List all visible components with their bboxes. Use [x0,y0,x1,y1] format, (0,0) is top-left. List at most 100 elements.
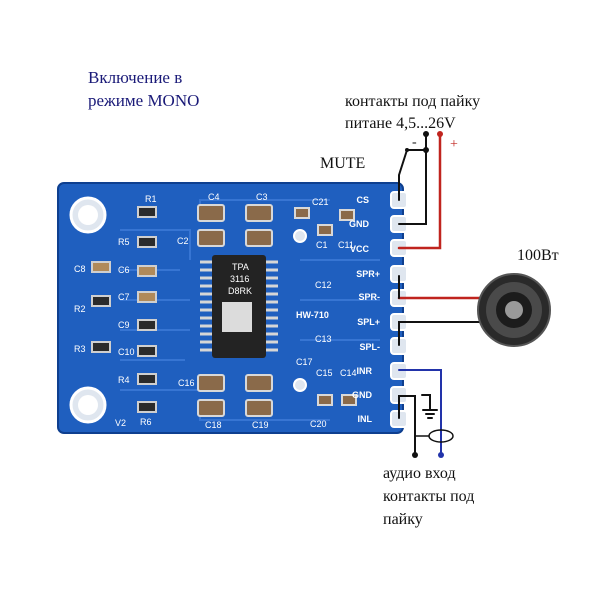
via [293,229,307,243]
smd-part [137,206,157,218]
component-label: C17 [296,357,313,367]
component-label: C8 [74,264,86,274]
ground-icon [422,409,438,419]
speaker-label: 100Вт [517,247,559,264]
title-line-2: режиме MONO [88,91,199,110]
pin-label-inl: INL [358,414,373,424]
audio-label-line-2: контакты под [383,488,474,505]
component-label: C15 [316,368,333,378]
speaker-wire-black [398,321,489,346]
component-label: C12 [315,280,332,290]
capacitors [197,204,357,417]
capacitor [317,394,333,406]
capacitor [317,224,333,236]
mute-label: MUTE [320,155,365,172]
audio-input-wire-blue [398,369,442,453]
audio-input-wire-black [398,395,416,453]
amplifier-chip: TPA 3116 D8RK [200,255,278,358]
terminal-dots [405,131,444,458]
component-label: R6 [140,417,152,427]
capacitor [245,399,273,417]
pin-label-gnd-2: GND [352,390,373,400]
mounting-hole-inner [78,395,98,415]
pin-label-vcc: VCC [350,244,370,254]
component-label: C14 [340,368,357,378]
component-label: C9 [118,320,130,330]
component-label: V2 [115,418,126,428]
smd-part [137,345,157,357]
component-label: C1 [316,240,328,250]
chip-pins [200,260,278,352]
terminal-dot [405,148,409,152]
smd-part [137,373,157,385]
terminal-dot [438,452,444,458]
pin-label-spr-plus: SPR+ [356,269,380,279]
capacitor [245,229,273,247]
pin-label-inr: INR [357,366,373,376]
power-plus-sign: + [450,137,458,152]
component-label: C13 [315,334,332,344]
terminal-dot [423,147,429,153]
silkscreen-labels: R1 R5 C6 C7 C9 C10 R4 R6 R2 R3 C8 C1 C2 … [74,192,357,430]
smd-components-left [91,206,157,413]
via [293,378,307,392]
component-label: C4 [208,192,220,202]
terminal-dot [437,131,443,137]
chip-pad [222,302,252,332]
audio-label-line-1: аудио вход [383,465,456,482]
power-minus-sign: - [412,135,417,150]
smd-part [137,236,157,248]
component-label: C2 [177,236,189,246]
component-label: C16 [178,378,195,388]
chip-marking-2: 3116 [230,274,249,284]
component-label: R4 [118,375,130,385]
capacitor [197,374,225,392]
mounting-hole-inner [78,205,98,225]
capacitor [197,229,225,247]
component-label: C18 [205,420,222,430]
smd-part [137,401,157,413]
amplifier-board: TPA 3116 D8RK R1 R5 C6 C7 C9 C10 R4 R6 R… [57,182,408,434]
capacitor [339,209,355,221]
component-label: R5 [118,237,130,247]
mute-switch-wire [398,149,408,201]
pin-label-spl-minus: SPL- [359,342,380,352]
capacitor [294,207,310,219]
title-line-1: Включение в [88,68,182,87]
pin-label-spr-minus: SPR- [358,292,380,302]
chip-marking-3: D8RK [228,286,252,296]
speaker-dustcap [505,301,523,319]
chip-marking-1: TPA [232,262,249,272]
smd-part [137,319,157,331]
speaker-icon [477,273,551,347]
wires [397,132,492,453]
component-label: C21 [312,197,329,207]
smd-part [91,261,111,273]
capacitor [197,204,225,222]
pin-label-cs: CS [356,195,369,205]
component-label: R1 [145,194,157,204]
capacitor [245,204,273,222]
component-label: C10 [118,347,135,357]
pin-label-spl-plus: SPL+ [357,317,380,327]
component-label: R2 [74,304,86,314]
terminal-dot [412,452,418,458]
component-label: C11 [338,240,354,250]
smd-part [137,291,157,303]
power-label-line-2: питане 4,5...26V [345,115,456,132]
ground-wire [421,394,431,411]
gnd-supply-wire [398,133,427,225]
component-label: R3 [74,344,86,354]
component-label: C19 [252,420,269,430]
smd-part [137,265,157,277]
power-label-line-1: контакты под пайку [345,93,480,110]
terminal-dot [423,131,429,137]
component-label: C3 [256,192,268,202]
capacitor [245,374,273,392]
audio-label-line-3: пайку [383,511,423,528]
capacitor [341,394,357,406]
component-label: C7 [118,292,130,302]
component-label: C20 [310,419,327,429]
component-label: C6 [118,265,130,275]
